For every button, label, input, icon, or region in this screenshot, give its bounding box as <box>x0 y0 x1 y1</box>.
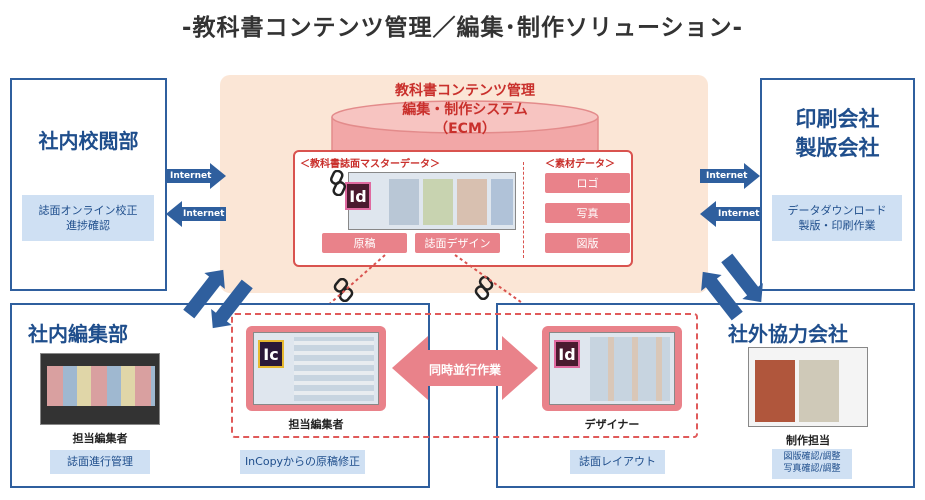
arrow-up-icon <box>721 253 763 303</box>
check-adjust-label: 図版確認/調整写真確認/調整 <box>772 449 852 479</box>
printing-label: データダウンロード製版・印刷作業 <box>772 195 902 241</box>
internet-label: Internet <box>718 209 760 219</box>
proofreading-dept-title: 社内校閲部 <box>38 129 139 153</box>
proofreading-label: 誌面オンライン校正進捗確認 <box>22 195 154 241</box>
master-data-label: ＜教科書誌面マスターデータ＞ <box>300 159 440 170</box>
arrow-right-icon <box>700 163 760 189</box>
internet-label: Internet <box>183 209 225 219</box>
ecm-title-1: 教科書コンテンツ管理 <box>395 83 535 99</box>
production-caption: 制作担当 <box>786 434 830 447</box>
double-arrow-icon <box>392 336 538 400</box>
arrow-left-icon <box>166 201 226 227</box>
page-layout-label: 誌面レイアウト <box>570 450 665 474</box>
printing-company-title: 印刷会社製版会社 <box>795 107 880 161</box>
manuscript-button[interactable]: 原稿 <box>322 233 407 253</box>
photo-button[interactable]: 写真 <box>545 203 630 223</box>
parallel-work-area <box>231 313 698 438</box>
panel-divider <box>523 162 524 258</box>
arrow-left-icon <box>700 201 760 227</box>
arrow-up-icon <box>183 269 225 319</box>
incopy-edit-label: InCopyからの原稿修正 <box>240 450 365 474</box>
indesign-icon: Id <box>345 182 371 210</box>
arrow-right-icon <box>166 163 226 189</box>
progress-mgmt-label: 誌面進行管理 <box>50 450 150 474</box>
partner-company-title: 社外協力会社 <box>728 322 848 346</box>
editorial-screenshot <box>40 353 160 425</box>
parallel-work-label: 同時並行作業 <box>428 363 501 377</box>
indesign-icon: Id <box>554 340 580 368</box>
arrow-down-icon <box>211 279 253 329</box>
ecm-title-3: （ECM） <box>434 120 496 137</box>
ecm-title-2: 編集・制作システム <box>402 101 528 118</box>
arrow-down-icon <box>701 271 743 321</box>
chain-link-icon <box>329 170 347 196</box>
editor-device-screen <box>253 332 379 405</box>
designer-device-screen <box>549 332 675 405</box>
internet-label: Internet <box>706 171 748 181</box>
material-data-label: ＜素材データ＞ <box>545 159 615 170</box>
partner-screenshot <box>748 347 868 427</box>
master-screenshot <box>348 172 516 230</box>
logo-button[interactable]: ロゴ <box>545 173 630 193</box>
page-design-button[interactable]: 誌面デザイン <box>415 233 500 253</box>
page-title: -教科書コンテンツ管理／編集･制作ソリューション- <box>181 15 744 41</box>
figure-button[interactable]: 図版 <box>545 233 630 253</box>
internet-label: Internet <box>170 171 212 181</box>
center-editor-caption: 担当編集者 <box>288 418 344 431</box>
editor-caption: 担当編集者 <box>72 432 128 445</box>
editorial-dept-title: 社内編集部 <box>28 322 128 346</box>
designer-caption: デザイナー <box>584 418 640 431</box>
proofreading-dept-box <box>10 78 167 291</box>
incopy-icon: Ic <box>258 340 284 368</box>
printing-company-box <box>760 78 915 291</box>
